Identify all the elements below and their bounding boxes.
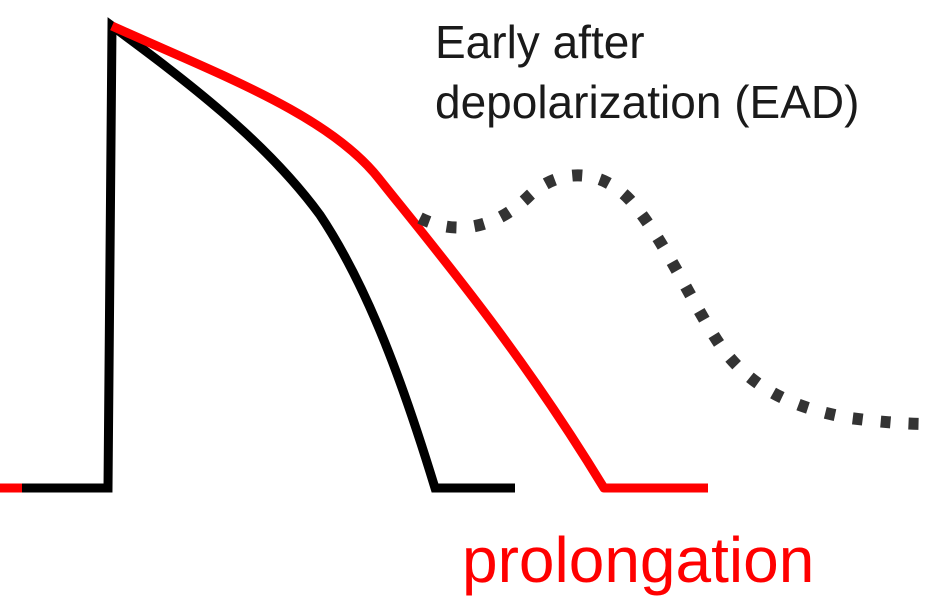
ead-label: Early after depolarization (EAD) (435, 12, 935, 132)
ead-label-line2: depolarization (EAD) (435, 76, 860, 128)
normal-action-potential-curve (20, 17, 515, 493)
ead-label-line1: Early after (435, 16, 645, 68)
ead-dotted-curve (417, 169, 929, 430)
prolonged-action-potential-curve (0, 21, 708, 493)
prolongation-label: prolongation (462, 524, 815, 596)
